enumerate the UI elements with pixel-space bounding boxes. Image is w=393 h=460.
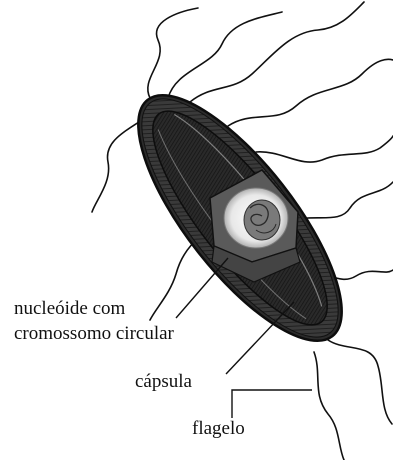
capsule-label: cápsula xyxy=(135,371,193,392)
flagellum-strand xyxy=(168,12,282,98)
flagellum-strand xyxy=(256,136,393,162)
nucleoid-label-line1: nucleóide com xyxy=(14,298,126,319)
flagellum-strand xyxy=(148,8,198,98)
flagellum-strand xyxy=(92,120,142,212)
nucleoid-label-line2: cromossomo circular xyxy=(14,323,175,344)
flagellum-strand xyxy=(328,340,392,424)
flagellum-leader xyxy=(232,390,312,418)
flagellum-strand xyxy=(228,59,393,126)
flagellum-label: flagelo xyxy=(192,418,245,439)
flagellum-strand xyxy=(290,182,393,220)
flagellum-strand xyxy=(314,352,344,460)
nucleoid-leader xyxy=(176,258,228,318)
